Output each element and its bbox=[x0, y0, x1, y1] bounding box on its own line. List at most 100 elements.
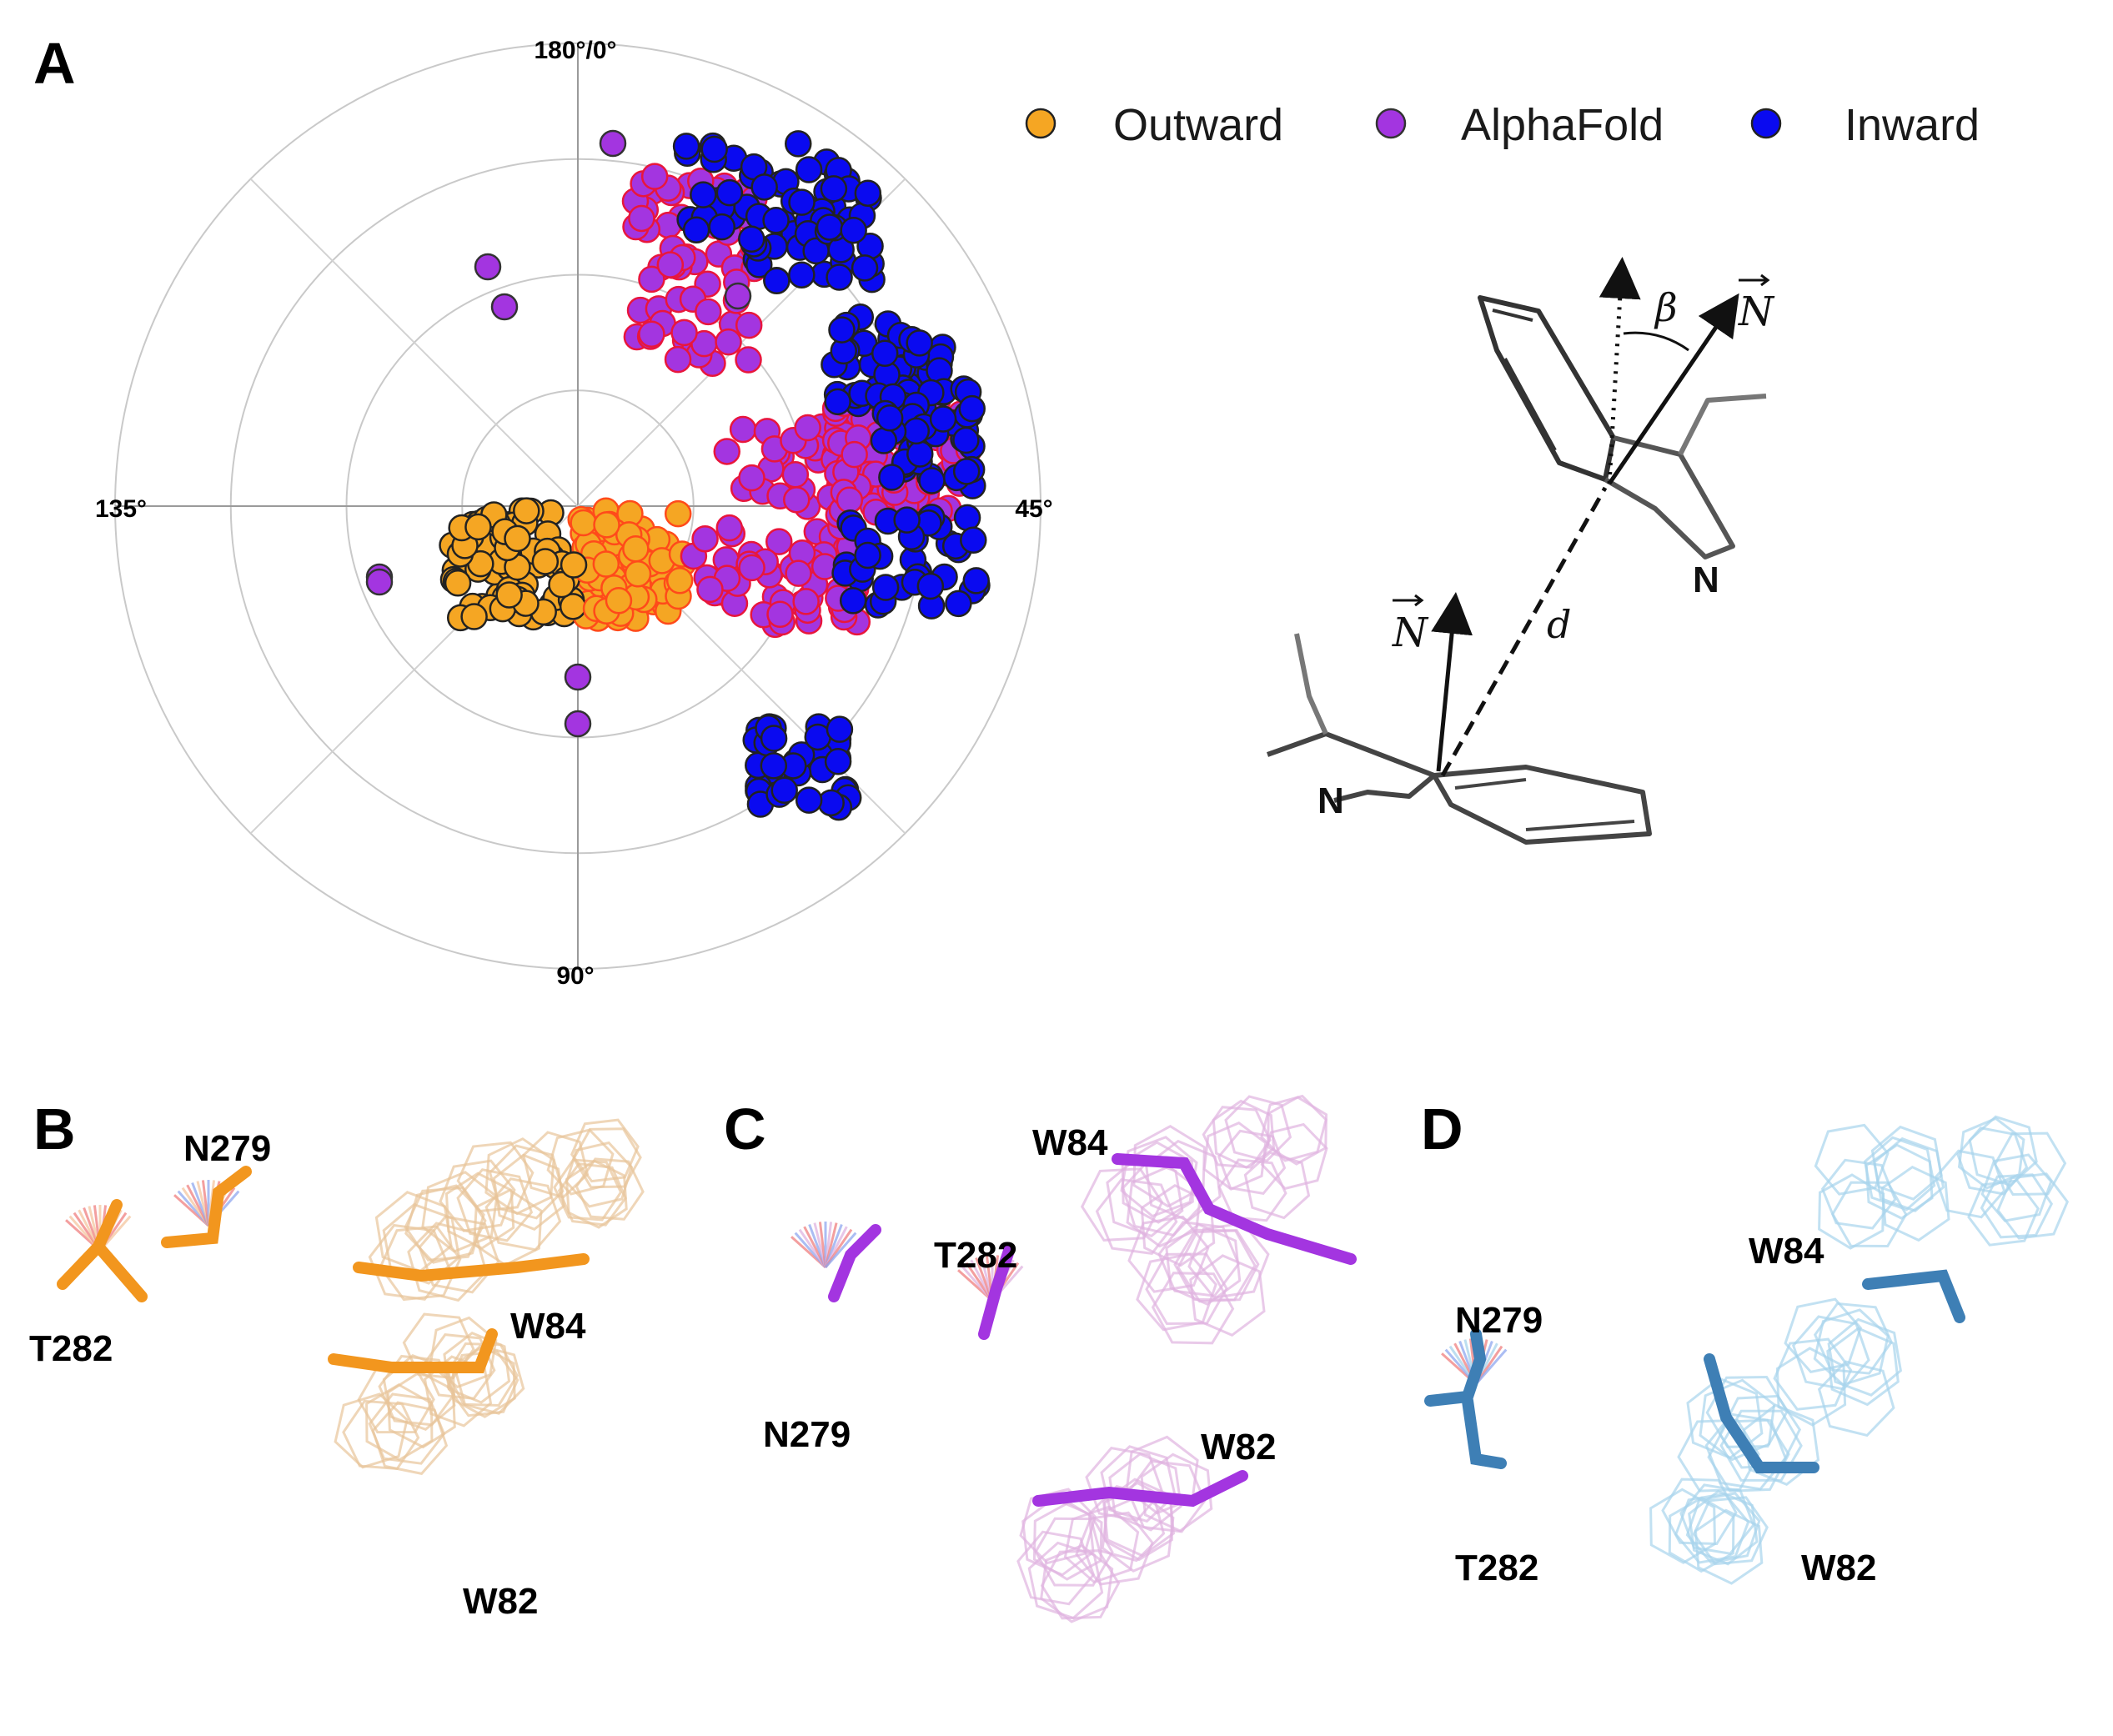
vector-label-bottom: N bbox=[1392, 610, 1429, 656]
ensemble-ring bbox=[1217, 1158, 1287, 1222]
ensemble-ring bbox=[1718, 1394, 1802, 1469]
point-alphafold bbox=[765, 528, 793, 555]
point-alphafold bbox=[792, 588, 820, 615]
point-inward bbox=[878, 464, 906, 491]
point-inward bbox=[760, 752, 788, 780]
panel-label-b: B bbox=[33, 1096, 76, 1162]
point-inward bbox=[738, 225, 765, 253]
point-inward bbox=[763, 267, 790, 294]
point-outward bbox=[531, 548, 560, 575]
point-alphafold bbox=[638, 265, 665, 294]
ensemble-ring bbox=[1100, 1445, 1177, 1523]
ensemble-ring bbox=[1685, 1492, 1761, 1564]
point-inward bbox=[929, 405, 957, 433]
point-alphafold bbox=[724, 282, 752, 310]
point-inward bbox=[960, 526, 987, 554]
point-outward bbox=[605, 587, 633, 615]
panel-label-d: D bbox=[1421, 1096, 1463, 1162]
point-inward bbox=[828, 316, 856, 344]
point-outward bbox=[444, 569, 472, 597]
legend-marker-alphafold bbox=[1375, 108, 1407, 139]
residue-label-d-t282: T282 bbox=[1455, 1548, 1538, 1588]
residue-label-d-w82: W82 bbox=[1801, 1548, 1876, 1588]
residue-label-b-w84: W84 bbox=[510, 1306, 586, 1347]
ensemble-ring bbox=[444, 1172, 515, 1250]
point-inward bbox=[708, 213, 736, 241]
point-inward bbox=[817, 789, 845, 817]
vector-arrow-accent-bottom bbox=[1393, 594, 1424, 607]
point-outward bbox=[464, 513, 492, 541]
point-alphafold bbox=[490, 293, 519, 321]
point-inward bbox=[893, 506, 921, 534]
ensemble-ring bbox=[446, 1350, 519, 1417]
ensemble-ring bbox=[404, 1184, 485, 1264]
point-inward bbox=[762, 207, 790, 234]
ensemble-ring bbox=[1827, 1317, 1903, 1397]
residue-label-c-w84: W84 bbox=[1032, 1122, 1108, 1163]
point-alphafold bbox=[781, 460, 810, 489]
point-outward bbox=[460, 603, 488, 630]
ensemble-ring bbox=[1775, 1347, 1847, 1427]
point-alphafold bbox=[841, 440, 868, 469]
point-inward bbox=[682, 216, 710, 243]
ensemble-ring bbox=[1968, 1115, 2038, 1187]
point-inward bbox=[953, 504, 981, 532]
vector-label-top: N bbox=[1738, 288, 1775, 335]
point-inward bbox=[824, 748, 852, 775]
structure-panel-b: N279 T282 W84 W82 bbox=[29, 1118, 645, 1622]
point-inward bbox=[870, 427, 898, 454]
ensemble-ring bbox=[575, 1157, 645, 1221]
distance-line bbox=[1440, 486, 1608, 777]
point-alphafold bbox=[738, 554, 765, 582]
ensemble-ring bbox=[429, 1316, 498, 1389]
ensemble-bond bbox=[824, 1232, 857, 1268]
polar-points bbox=[365, 129, 991, 821]
point-inward bbox=[840, 216, 867, 244]
panel-c-ensemble bbox=[790, 1094, 1328, 1623]
ensemble-ring bbox=[1742, 1403, 1820, 1487]
point-alphafold bbox=[766, 600, 794, 628]
ensemble-ring bbox=[1813, 1308, 1890, 1387]
ensemble-ring bbox=[1818, 1173, 1885, 1250]
ensemble-ring bbox=[1956, 1126, 2029, 1196]
point-inward bbox=[816, 213, 844, 241]
ensemble-ring bbox=[1189, 1254, 1266, 1337]
point-outward bbox=[513, 497, 540, 524]
ensemble-ring bbox=[374, 1191, 453, 1273]
point-inward bbox=[854, 541, 881, 569]
top-indole-ring bbox=[1478, 295, 1767, 559]
point-alphafold bbox=[365, 568, 394, 596]
legend: Outward AlphaFold Inward bbox=[1025, 100, 1980, 150]
legend-label-inward: Inward bbox=[1844, 100, 1980, 150]
ensemble-ring bbox=[1934, 1149, 2006, 1219]
point-alphafold bbox=[729, 415, 757, 444]
point-alphafold bbox=[782, 486, 811, 514]
ensemble-ring bbox=[1202, 1106, 1272, 1169]
point-inward bbox=[760, 725, 788, 752]
point-alphafold bbox=[735, 346, 762, 374]
ensemble-ring bbox=[1870, 1125, 1943, 1201]
distance-d-label: d bbox=[1547, 602, 1571, 647]
point-alphafold bbox=[735, 311, 763, 339]
point-alphafold bbox=[656, 251, 685, 278]
ensemble-ring bbox=[1202, 1121, 1267, 1191]
residue-label-c-w82: W82 bbox=[1201, 1427, 1276, 1468]
point-alphafold bbox=[713, 438, 741, 465]
point-outward bbox=[622, 534, 650, 563]
residue-label-c-n279: N279 bbox=[763, 1414, 851, 1455]
point-alphafold bbox=[695, 298, 722, 326]
ensemble-ring bbox=[1957, 1116, 2025, 1190]
point-inward bbox=[952, 426, 980, 454]
ensemble-ring bbox=[1873, 1136, 1945, 1212]
ensemble-ring bbox=[522, 1131, 590, 1199]
normal-vector-bottom bbox=[1431, 592, 1473, 772]
ensemble-ring bbox=[1120, 1136, 1198, 1218]
ensemble-ring bbox=[1165, 1222, 1242, 1306]
panel-b-highlight-sticks bbox=[57, 1166, 590, 1373]
legend-label-alphafold: AlphaFold bbox=[1461, 100, 1664, 150]
panel-b-ensemble bbox=[65, 1118, 645, 1476]
panel-c-highlight-sticks bbox=[828, 1153, 1357, 1508]
structure-panel-d: W84 N279 T282 W82 bbox=[1424, 1115, 2070, 1588]
angle-label-top: 180°/0° bbox=[534, 37, 616, 64]
ensemble-ring bbox=[1027, 1541, 1104, 1620]
